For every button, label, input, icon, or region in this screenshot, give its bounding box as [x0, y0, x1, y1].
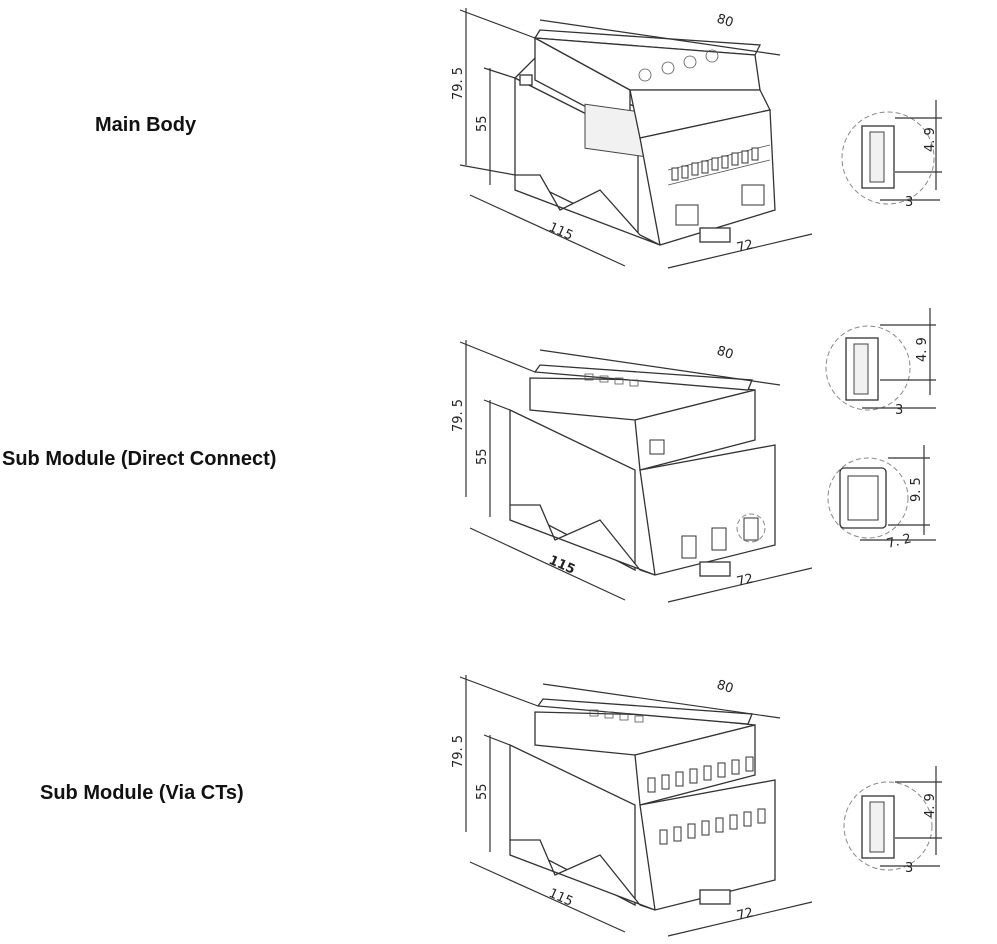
- main-height-mid: 55: [475, 115, 490, 132]
- cts-height-mid: 55: [475, 783, 490, 800]
- cts-width: 72: [735, 905, 755, 924]
- direct-slot-detail: 4. 9 3: [825, 308, 936, 418]
- cts-slot-width: 3: [905, 861, 913, 876]
- sub-cts-drawing: 79. 5 55 115 80 72 4. 9 3: [451, 675, 942, 937]
- main-depth: 80: [715, 12, 735, 31]
- direct-depth: 80: [715, 344, 735, 363]
- cts-terminal-row-lower: [659, 808, 766, 845]
- sub-direct-drawing: 79. 5 55 115 80 72 4. 9 3: [451, 308, 936, 603]
- cts-length: 115: [546, 886, 575, 910]
- sub-module-direct-label: Sub Module (Direct Connect): [2, 448, 277, 470]
- direct-hole-detail: 9. 5 7. 2: [827, 445, 936, 552]
- main-width: 72: [735, 237, 755, 256]
- main-body-label: Main Body: [95, 114, 197, 136]
- direct-width: 72: [735, 571, 755, 590]
- cts-depth: 80: [715, 678, 735, 697]
- direct-height-mid: 55: [475, 448, 490, 465]
- cts-height-total: 79. 5: [451, 735, 466, 768]
- direct-length: 115: [546, 553, 577, 578]
- main-slot-height: 4. 9: [923, 127, 938, 152]
- main-slot-width: 3: [905, 195, 913, 210]
- main-height-total: 79. 5: [451, 67, 466, 100]
- sub-module-cts-label: Sub Module (Via CTs): [40, 782, 244, 804]
- direct-slot-height: 4. 9: [915, 337, 930, 362]
- cts-slot-height: 4. 9: [923, 793, 938, 818]
- direct-hole-width: 7. 2: [885, 531, 913, 552]
- main-length: 115: [546, 220, 575, 244]
- cts-slot-detail: 4. 9 3: [843, 766, 942, 876]
- direct-height-total: 79. 5: [451, 399, 466, 432]
- direct-hole-height: 9. 5: [909, 477, 924, 502]
- main-slot-detail: 4. 9 3: [841, 100, 942, 210]
- cts-terminal-row-upper: [647, 756, 754, 793]
- direct-slot-width: 3: [895, 403, 903, 418]
- main-body-drawing: 79. 5 55 115 80 72 4. 9 3: [451, 8, 942, 269]
- terminal-slots: [671, 147, 759, 181]
